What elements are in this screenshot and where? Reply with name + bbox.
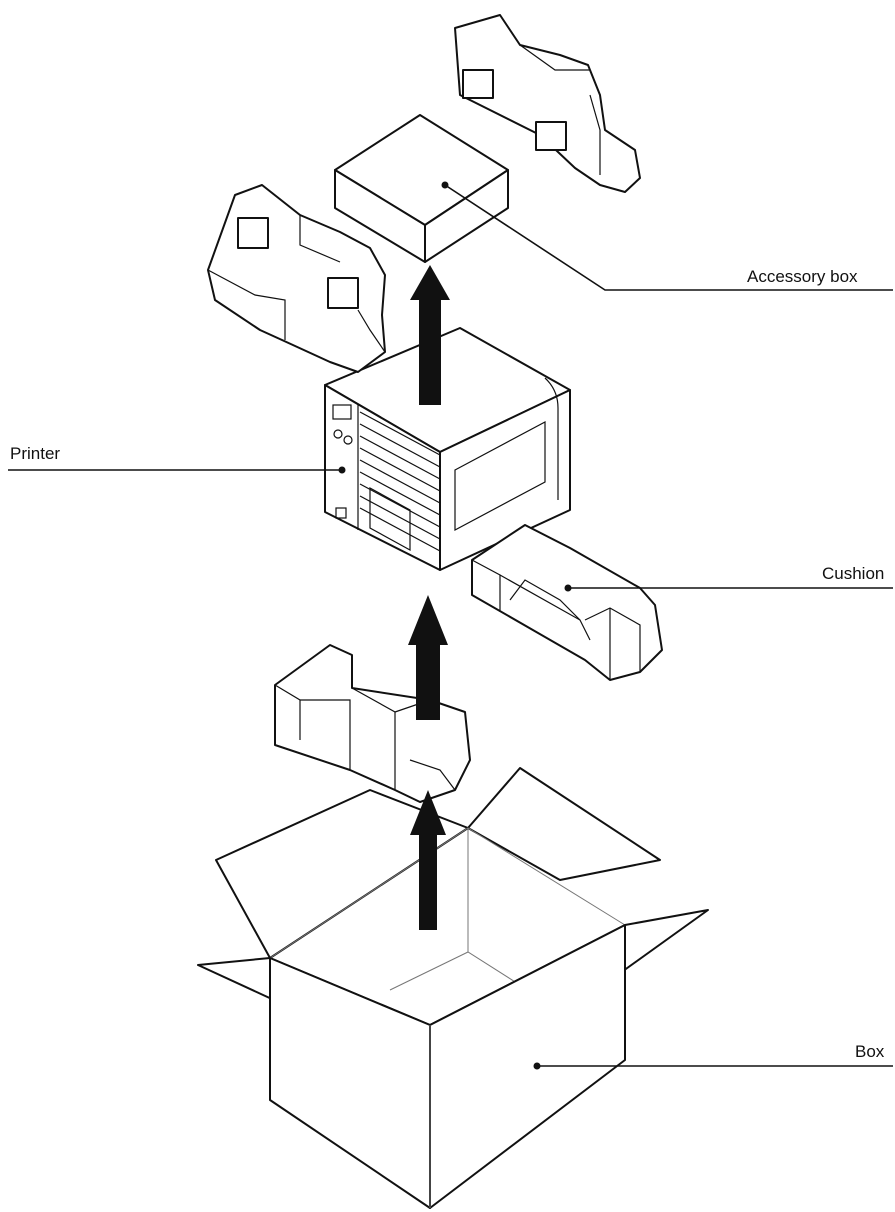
lift-arrow-icon: [410, 265, 450, 405]
printer-side: [439, 389, 571, 571]
leader-cushion: [564, 584, 893, 592]
lift-arrow-icon: [408, 595, 448, 720]
printer-media-slot: [369, 486, 411, 552]
cushion-block: [237, 217, 269, 249]
cushion-block: [327, 277, 359, 309]
leader-accessory-box: [441, 181, 893, 291]
leader-box: [533, 1062, 893, 1070]
printer-vents: [359, 411, 441, 552]
leader-printer: [8, 466, 346, 474]
right-cushion-body: [471, 524, 663, 681]
cushion-block: [535, 121, 567, 151]
accessory-box: [334, 114, 509, 263]
printer-label: Printer: [10, 444, 61, 463]
printer-button-icon: [333, 429, 343, 439]
bottom-cushion: [274, 644, 471, 803]
top-left-cushion: [207, 184, 386, 373]
bottom-cushion-body: [274, 644, 471, 803]
printer: [324, 327, 571, 571]
printer-button-icon: [343, 435, 353, 445]
lift-arrow-icon: [410, 790, 446, 930]
printer-display: [332, 404, 352, 420]
right-cushion: [471, 524, 663, 681]
box-label: Box: [855, 1042, 885, 1061]
accessory-box-side: [424, 169, 509, 263]
box-left-side: [269, 957, 431, 1209]
cushion-block: [462, 69, 494, 99]
top-right-cushion: [454, 14, 641, 193]
printer-power-switch: [335, 507, 347, 519]
cushion-label: Cushion: [822, 564, 885, 583]
accessory-box-label: Accessory box: [747, 267, 858, 286]
printer-side-window: [454, 421, 546, 531]
box-back-flap: [467, 767, 661, 881]
shipping-box: [197, 767, 709, 1209]
